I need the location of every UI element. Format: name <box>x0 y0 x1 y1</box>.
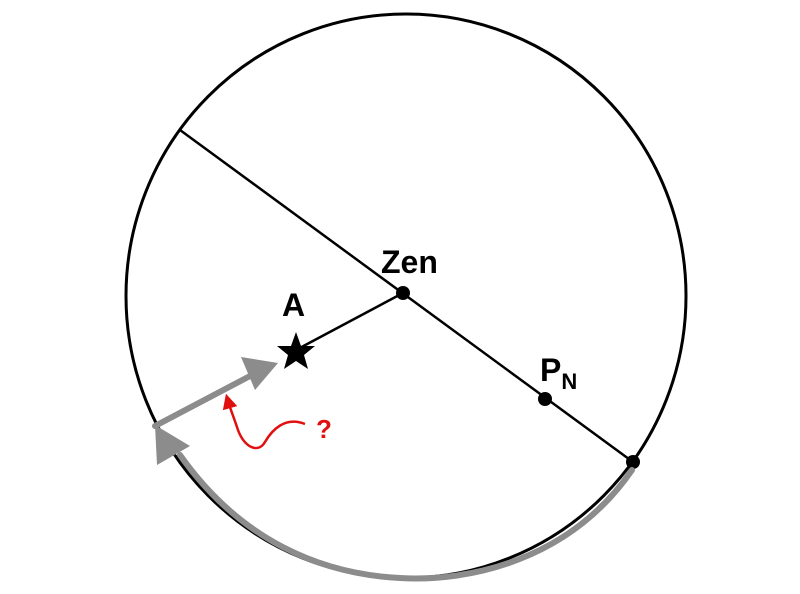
meridian-end-point <box>626 455 640 469</box>
pole-label-subscript: N <box>561 369 577 394</box>
gray-arc-path <box>177 452 635 582</box>
arrow-icon <box>241 357 278 390</box>
zenith-label: Zen <box>381 244 438 280</box>
star-label: A <box>282 287 305 323</box>
pole-point <box>538 392 552 406</box>
star-icon <box>277 332 315 369</box>
pole-label: PN <box>540 352 577 394</box>
curved-arrow-icon <box>222 393 306 450</box>
zenith-star-line <box>295 291 404 352</box>
pole-label-main: P <box>540 352 561 388</box>
zenith-point <box>396 286 410 300</box>
gray-arrow-shaft <box>152 373 253 429</box>
question-label: ? <box>316 414 332 444</box>
arrow-icon <box>155 425 190 465</box>
